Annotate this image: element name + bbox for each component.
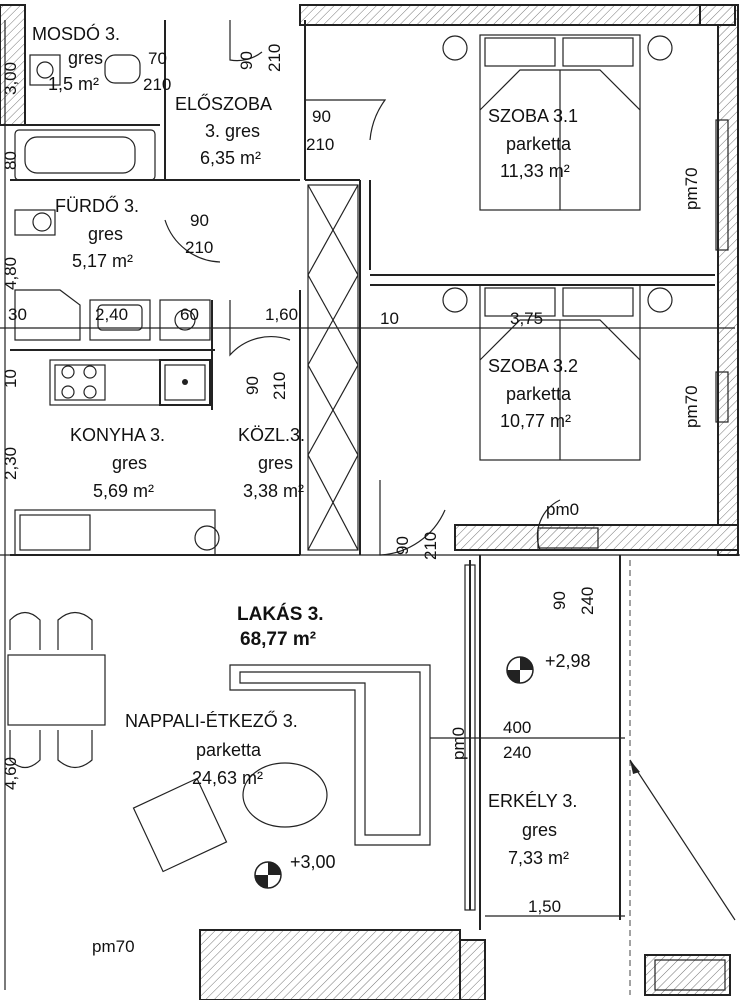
room-floor-mosdo: gres: [68, 48, 103, 68]
dim-90-living-door: 90: [393, 536, 412, 555]
interior-walls: [10, 20, 715, 995]
room-name-mosdo: MOSDÓ 3.: [32, 23, 120, 44]
dim-210-mosdo-door: 210: [265, 44, 284, 72]
room-name-furdo: FÜRDŐ 3.: [55, 195, 139, 216]
dim-60: 60: [180, 305, 199, 324]
sofa: [132, 664, 431, 873]
dim-210-mosdo: 210: [143, 75, 171, 94]
dim-90-mosdo-door: 90: [237, 51, 256, 70]
dining-table: [7, 611, 106, 769]
vertical-dims: 90 210 90 210 90 210 90 240 pm0 pm70 pm7…: [1, 44, 701, 790]
room-floor-konyha: gres: [112, 453, 147, 473]
pm0-living: pm0: [449, 727, 468, 760]
dim-400: 400: [503, 718, 531, 737]
dim-30: 30: [8, 305, 27, 324]
dim-1-60: 1,60: [265, 305, 298, 324]
room-area-konyha: 5,69 m²: [93, 481, 154, 501]
pm70-szoba31: pm70: [682, 167, 701, 210]
room-area-szoba31: 11,33 m²: [500, 161, 570, 181]
room-floor-szoba32: parketta: [506, 384, 572, 404]
dim-1-50: 1,50: [528, 897, 561, 916]
dim-10: 10: [380, 309, 399, 328]
dim-3-00: 3,00: [1, 62, 20, 95]
dim-240-balcony: 240: [503, 743, 531, 762]
bed-3-2: [442, 284, 673, 461]
apartment-name: LAKÁS 3.: [237, 603, 324, 625]
level-label-balcony: +2,98: [545, 651, 591, 671]
pm70-living: pm70: [92, 937, 135, 956]
bed-3-1: [442, 34, 673, 211]
room-name-kozl: KÖZL.3.: [238, 425, 305, 445]
dim-10-vertical: 10: [1, 369, 20, 388]
dim-210-eloszoba: 210: [306, 135, 334, 154]
room-floor-furdo: gres: [88, 224, 123, 244]
stair-arrow: [629, 759, 736, 921]
wardrobe: [307, 184, 359, 551]
room-floor-nappali: parketta: [196, 740, 262, 760]
dim-90-kozl: 90: [243, 376, 262, 395]
room-area-erkely: 7,33 m²: [508, 848, 569, 868]
dim-90-balcony-door: 90: [550, 591, 569, 610]
dim-2-40: 2,40: [95, 305, 128, 324]
dim-210-furdo: 210: [185, 238, 213, 257]
dim-90-eloszoba: 90: [312, 107, 331, 126]
room-floor-kozl: gres: [258, 453, 293, 473]
room-area-nappali: 24,63 m²: [192, 768, 263, 788]
level-label-living: +3,00: [290, 852, 336, 872]
level-marker-balcony: [506, 656, 534, 684]
dim-70: 70: [148, 49, 167, 68]
dim-90-furdo: 90: [190, 211, 209, 230]
room-area-mosdo: 1,5 m²: [48, 74, 99, 94]
dim-210-living-door: 210: [421, 532, 440, 560]
room-name-erkely: ERKÉLY 3.: [488, 791, 577, 811]
level-marker-living: [254, 861, 282, 889]
toilets: [14, 54, 141, 236]
room-area-kozl: 3,38 m²: [243, 481, 304, 501]
room-area-eloszoba: 6,35 m²: [200, 148, 261, 168]
apartment-area: 68,77 m²: [240, 629, 316, 650]
room-area-furdo: 5,17 m²: [72, 251, 133, 271]
dim-3-75: 3,75: [510, 309, 543, 328]
dim-80: 80: [1, 151, 20, 170]
room-name-nappali: NAPPALI-ÉTKEZŐ 3.: [125, 710, 298, 731]
dimension-lines: [0, 20, 740, 990]
exterior-walls: [0, 4, 739, 1000]
dim-4-60: 4,60: [1, 757, 20, 790]
pm70-szoba32: pm70: [682, 385, 701, 428]
room-area-szoba32: 10,77 m²: [500, 411, 571, 431]
dim-210-kozl: 210: [270, 372, 289, 400]
room-floor-erkely: gres: [522, 820, 557, 840]
sinks: [14, 289, 211, 341]
room-floor-szoba31: parketta: [506, 134, 572, 154]
dim-2-30: 2,30: [1, 447, 20, 480]
room-name-szoba31: SZOBA 3.1: [488, 106, 578, 126]
dim-240-balcony-door: 240: [578, 587, 597, 615]
room-name-konyha: KONYHA 3.: [70, 425, 165, 445]
pm0-balcony: pm0: [546, 500, 579, 519]
room-name-szoba32: SZOBA 3.2: [488, 356, 578, 376]
room-name-eloszoba: ELŐSZOBA: [175, 93, 272, 114]
dim-4-80: 4,80: [1, 257, 20, 290]
bathtub: [14, 129, 156, 181]
room-floor-eloszoba: 3. gres: [205, 121, 260, 141]
